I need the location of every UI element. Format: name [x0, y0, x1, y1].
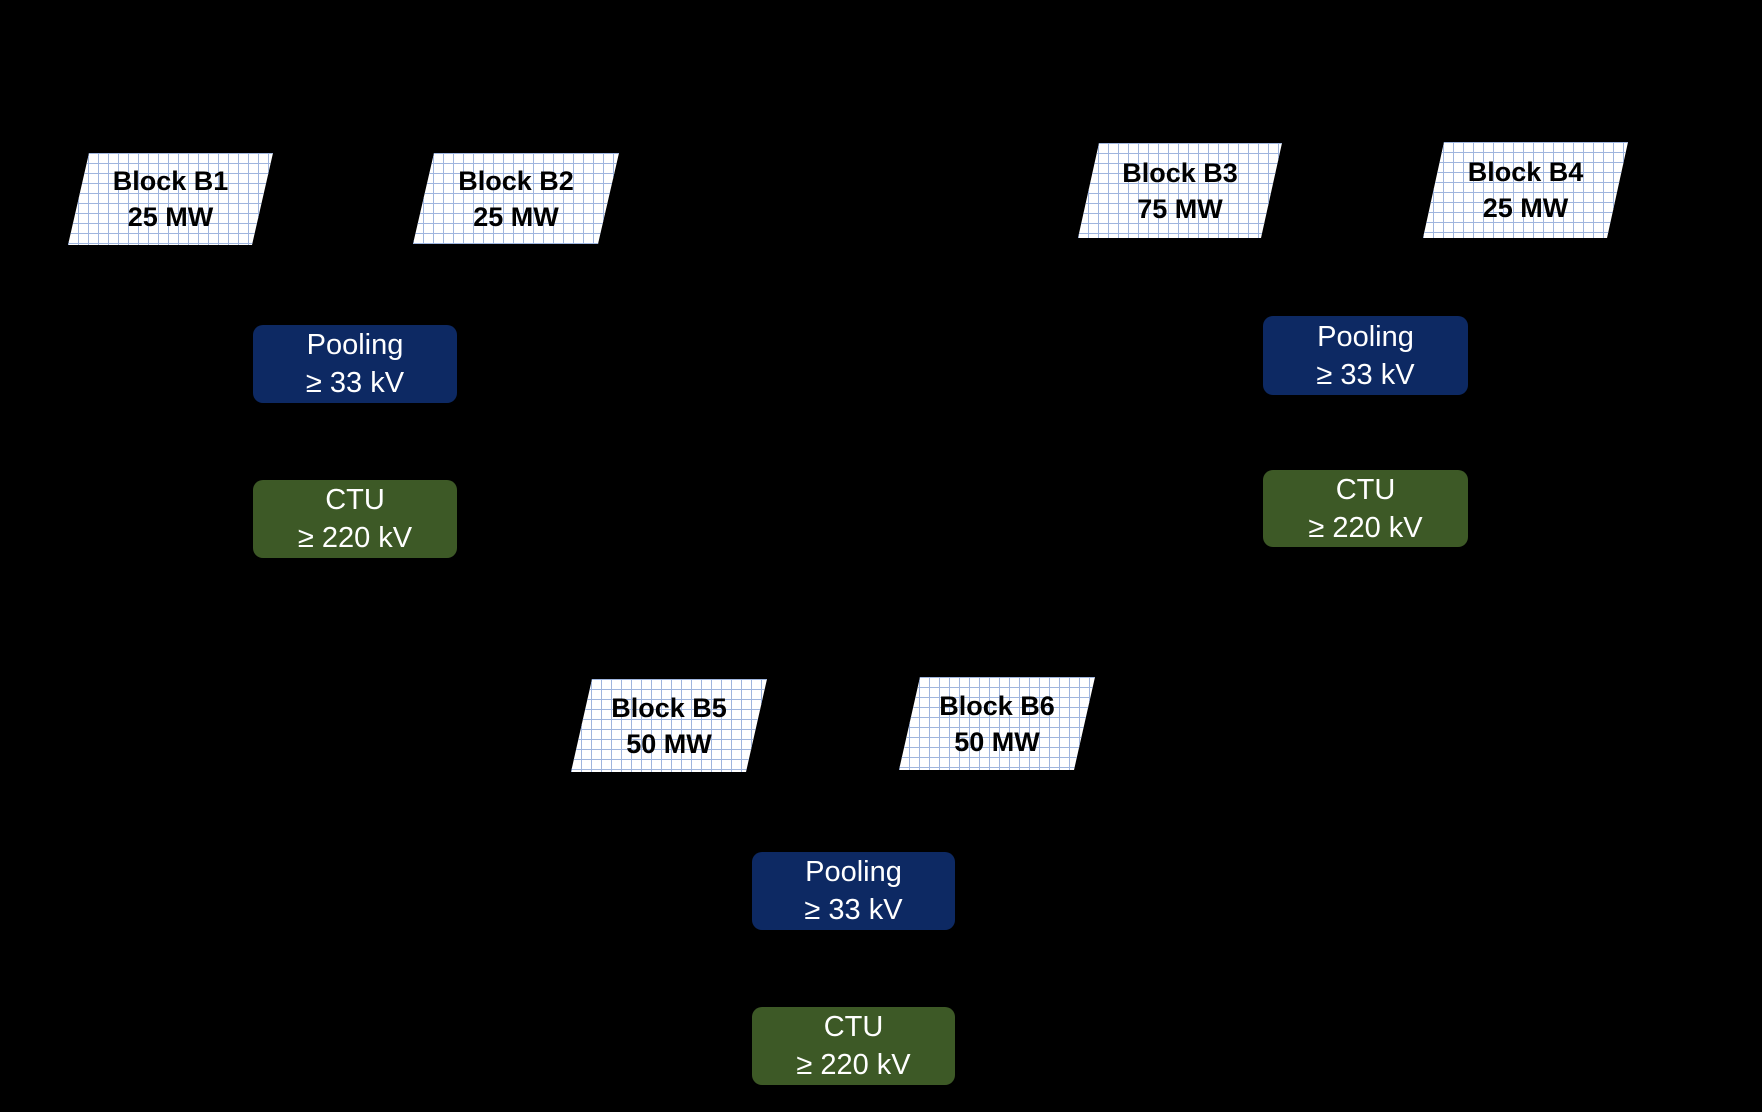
ctu-bottom-title: CTU: [823, 1011, 884, 1043]
pooling-bottom-title: Pooling: [805, 856, 902, 888]
block-b1-capacity: 25 MW: [127, 202, 214, 232]
block-b6: Block B6 50 MW: [899, 677, 1095, 770]
block-b1-name: Block B1: [112, 166, 229, 196]
ctu-bottom-voltage: ≥ 220 kV: [796, 1049, 911, 1081]
pooling-left-title: Pooling: [306, 329, 404, 361]
pooling-right-title: Pooling: [1317, 320, 1414, 353]
block-b2: Block B2 25 MW: [413, 153, 619, 244]
block-b4-name: Block B4: [1467, 157, 1584, 187]
ctu-right-voltage: ≥ 220 kV: [1308, 511, 1423, 544]
pooling-right-voltage: ≥ 33 kV: [1316, 358, 1415, 391]
block-b6-name: Block B6: [939, 690, 1055, 721]
pooling-left-voltage: ≥ 33 kV: [305, 367, 405, 399]
ctu-left-voltage: ≥ 220 kV: [297, 522, 413, 554]
ctu-station-left: CTU ≥ 220 kV: [253, 480, 457, 558]
block-b4-capacity: 25 MW: [1482, 193, 1569, 223]
ctu-station-right: CTU ≥ 220 kV: [1263, 470, 1468, 547]
block-b2-name: Block B2: [458, 165, 574, 196]
block-b3-name: Block B3: [1122, 157, 1238, 188]
block-b5: Block B5 50 MW: [571, 679, 767, 772]
block-b4: Block B4 25 MW: [1423, 142, 1628, 238]
block-b1: Block B1 25 MW: [68, 153, 273, 245]
block-b5-name: Block B5: [611, 692, 727, 723]
block-b6-capacity: 50 MW: [954, 726, 1040, 757]
ctu-left-title: CTU: [325, 484, 385, 516]
block-b3: Block B3 75 MW: [1078, 143, 1282, 238]
block-b5-capacity: 50 MW: [626, 728, 712, 759]
block-b2-capacity: 25 MW: [473, 201, 559, 232]
pooling-bottom-voltage: ≥ 33 kV: [804, 894, 903, 926]
pooling-station-left: Pooling ≥ 33 kV: [253, 325, 457, 403]
block-b3-capacity: 75 MW: [1137, 193, 1223, 224]
pooling-station-right: Pooling ≥ 33 kV: [1263, 316, 1468, 395]
ctu-right-title: CTU: [1335, 473, 1396, 506]
ctu-station-bottom: CTU ≥ 220 kV: [752, 1007, 955, 1085]
pooling-station-bottom: Pooling ≥ 33 kV: [752, 852, 955, 930]
